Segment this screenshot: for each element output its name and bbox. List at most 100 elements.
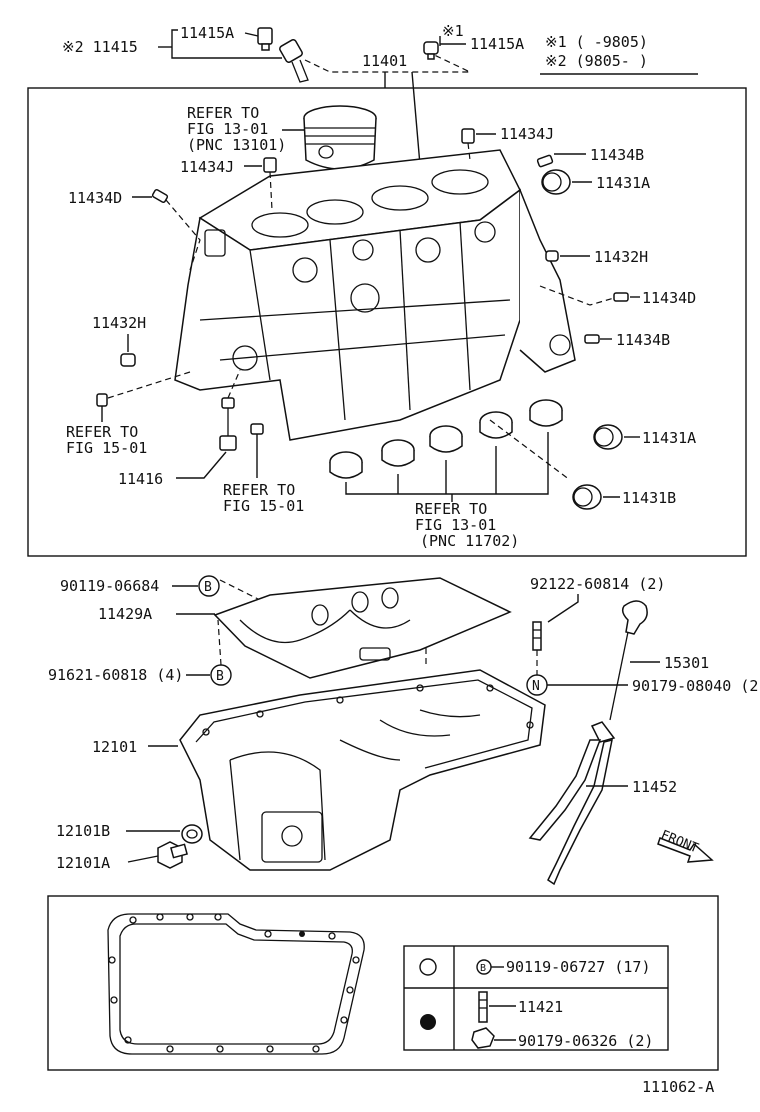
- pin-11434D-right-icon: [613, 292, 629, 302]
- figure-code: 111062-A: [642, 1078, 714, 1096]
- crankshaft-bearing-3-icon: [429, 425, 463, 453]
- legend-mark1: ※1 ( -9805): [545, 33, 648, 51]
- drain-plug-icon: [157, 841, 188, 869]
- label-11432H-right: 11432H: [594, 248, 648, 266]
- label-11415: ※2 11415: [62, 38, 138, 56]
- refer-left-line1: REFER TO: [66, 423, 138, 441]
- dash-11416: [227, 369, 241, 399]
- label-91621: 91621-60818 (4): [48, 666, 183, 684]
- dash-left-refer: [107, 371, 191, 399]
- refer-mid-line2: FIG 15-01: [223, 497, 304, 515]
- refer-left-line2: FIG 15-01: [66, 439, 147, 457]
- oil-baffle-plate-icon: [213, 577, 512, 679]
- front-direction-arrow-icon: [657, 837, 714, 863]
- plug-11432H-left-icon: [120, 353, 136, 367]
- oil-pan-icon: [179, 669, 546, 871]
- table-row1-part: 90119-06727 (17): [506, 958, 651, 976]
- open-circle-marker-icon: [419, 958, 437, 976]
- pin-11434D-left-icon: [151, 189, 169, 203]
- refer-bearing-line1: REFER TO: [415, 500, 487, 518]
- label-11415A-left: 11415A: [180, 24, 234, 42]
- sensor-with-wire-icon: [279, 39, 471, 83]
- label-11415A-right: 11415A: [470, 35, 524, 53]
- drain-plug-gasket-icon: [181, 824, 203, 844]
- label-11431B: 11431B: [622, 489, 676, 507]
- fastener-legend-table: [403, 945, 669, 1051]
- badge-b-1: [198, 575, 220, 597]
- table-row2-part: 11421: [518, 998, 563, 1016]
- filled-circle-marker-icon: [420, 1014, 436, 1030]
- label-15301: 15301: [664, 654, 709, 672]
- label-11416: 11416: [118, 470, 163, 488]
- label-12101A: 12101A: [56, 854, 110, 872]
- label-90119-06684: 90119-06684: [60, 577, 159, 595]
- dash-11434D-left: [165, 199, 201, 271]
- leader-11401-b: [411, 71, 421, 166]
- refer-bearing-line2: FIG 13-01: [415, 516, 496, 534]
- label-11452: 11452: [632, 778, 677, 796]
- label-12101: 12101: [92, 738, 137, 756]
- label-90179-08040: 90179-08040 (2): [632, 677, 760, 695]
- label-11415A-right-mark: ※1: [442, 22, 464, 40]
- crankshaft-bearing-5-icon: [529, 399, 563, 427]
- plug-11432H-right-icon: [545, 250, 559, 262]
- pin-11434B-top-icon: [536, 154, 554, 168]
- refer-bearing-line3: (PNC 11702): [420, 532, 519, 550]
- dash-11434J-left: [269, 171, 273, 211]
- label-11434B-top: 11434B: [590, 146, 644, 164]
- bracket-11415-top: [171, 29, 178, 44]
- crankshaft-bearing-2-icon: [381, 439, 415, 467]
- badge-b-2-text: B: [216, 669, 224, 684]
- table-row3-part: 90179-06326 (2): [518, 1032, 653, 1050]
- crankshaft-bearing-4-icon: [479, 411, 513, 439]
- expansion-plug-11431A-bottom-icon: [593, 424, 623, 450]
- label-11431A-bottom: 11431A: [642, 429, 696, 447]
- label-11432H-left: 11432H: [92, 314, 146, 332]
- label-92122: 92122-60814 (2): [530, 575, 665, 593]
- dowel-pin-11434J-left-icon: [263, 157, 277, 173]
- label-11434J-top: 11434J: [500, 125, 554, 143]
- bracket-11415-bottom: [171, 44, 282, 59]
- badge-b-1-text: B: [204, 580, 212, 595]
- dash-11434D-right: [539, 285, 615, 306]
- leader-12101A: [127, 855, 159, 863]
- dipstick-guide-icon: [528, 721, 616, 886]
- piston-icon: [303, 105, 377, 170]
- refer-mid-line1: REFER TO: [223, 481, 295, 499]
- expansion-plug-11431A-top-icon: [541, 169, 571, 195]
- refer-piston-line3: (PNC 13101): [187, 136, 286, 154]
- oil-pressure-switch-icon: [257, 27, 273, 51]
- oil-pan-gasket-outline-icon: [107, 913, 365, 1055]
- cylinder-block-icon: [174, 149, 576, 441]
- label-12101B: 12101B: [56, 822, 110, 840]
- refer-piston-line1: REFER TO: [187, 104, 259, 122]
- cylinder-block-frame: [27, 87, 747, 557]
- nut-90179-icon: [471, 1027, 495, 1049]
- leader-92122: [547, 594, 579, 623]
- label-11431A-top: 11431A: [596, 174, 650, 192]
- pin-mid-refer-icon: [250, 423, 264, 435]
- label-11434D-left: 11434D: [68, 189, 122, 207]
- dash-11431B: [489, 419, 571, 481]
- leader-11415A-left: [244, 32, 259, 37]
- table-badge-b-text: B: [480, 963, 486, 974]
- legend-mark2: ※2 (9805- ): [545, 52, 648, 70]
- switch-right-icon: [423, 41, 439, 60]
- stud-bolt-icon: [532, 621, 542, 651]
- badge-n-text: N: [532, 679, 540, 694]
- oil-dipstick-icon: [609, 600, 648, 721]
- refer-piston-line2: FIG 13-01: [187, 120, 268, 138]
- stud-11421-icon: [478, 991, 488, 1023]
- oil-jet-11416-icon: [219, 397, 237, 451]
- gasket-detail-frame: [47, 895, 719, 1071]
- pin-11434B-right-icon: [584, 334, 600, 344]
- crankshaft-bearing-1-icon: [329, 451, 363, 479]
- label-11434B-right: 11434B: [616, 331, 670, 349]
- label-11401: 11401: [362, 52, 407, 70]
- label-11429A: 11429A: [98, 605, 152, 623]
- leader-11416: [176, 451, 227, 479]
- dash-badge-b-1: [219, 579, 261, 601]
- dash-badge-b-2: [217, 619, 222, 666]
